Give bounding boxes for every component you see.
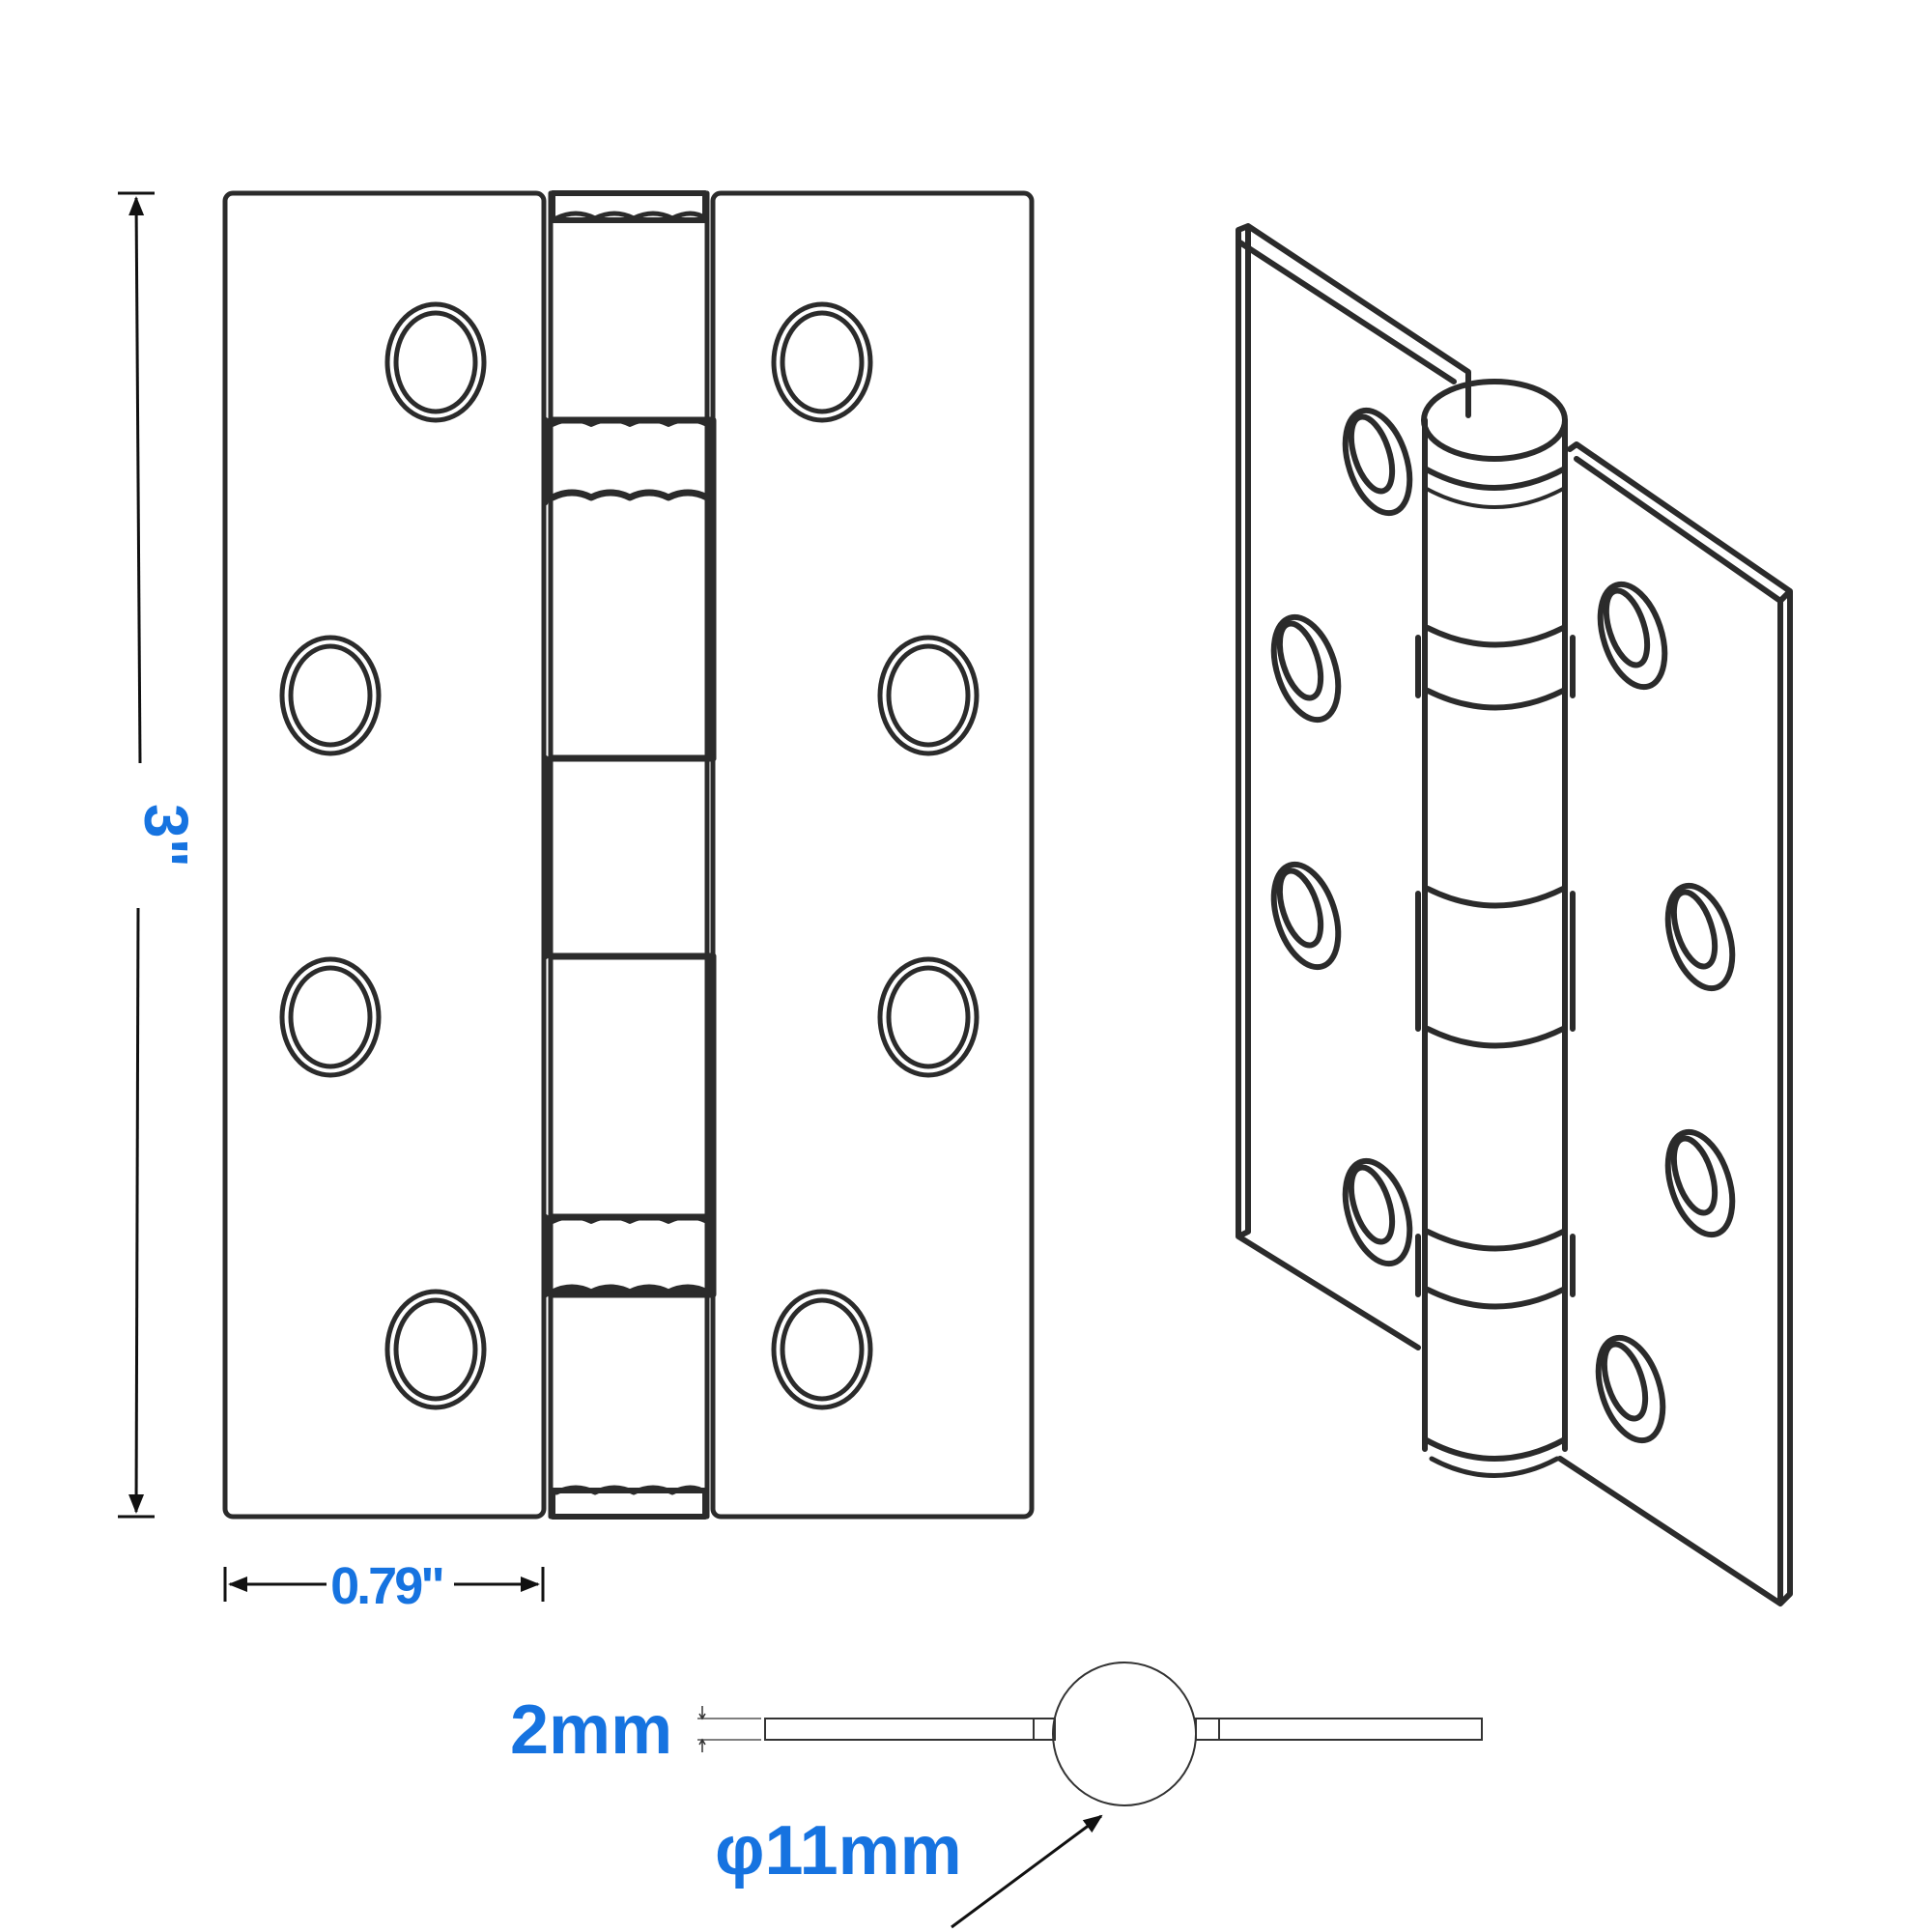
cross-section-pin [1052,1662,1197,1806]
perspective-screw-holes [1270,407,1736,1444]
perspective-view-hinge [1236,223,1793,1606]
knuckle-segment-2 [541,416,717,762]
pin-diameter-label: φ11mm [715,1812,962,1889]
width-label: 0.79" [330,1557,442,1615]
thickness-label: 2mm [510,1691,672,1769]
left-leaf [222,190,547,1520]
knuckle-segment-3 [541,754,717,960]
height-label: 3" [131,804,201,867]
perspective-left-leaf [1236,223,1471,1350]
front-view-hinge [222,190,1035,1520]
width-dimension [223,1567,545,1602]
height-dimension [118,191,155,1519]
right-leaf-screw-holes [771,301,980,1410]
knuckle-cap-bottom [550,1488,708,1520]
cross-section-left-leaf [764,1718,1056,1741]
perspective-barrel [1415,379,1576,1478]
right-leaf [710,190,1035,1520]
perspective-right-leaf [1557,441,1793,1606]
cross-section-right-leaf [1218,1718,1483,1741]
knuckle-segment-4 [541,952,717,1298]
cross-section [697,1662,1483,1929]
left-leaf-screw-holes [279,301,487,1410]
